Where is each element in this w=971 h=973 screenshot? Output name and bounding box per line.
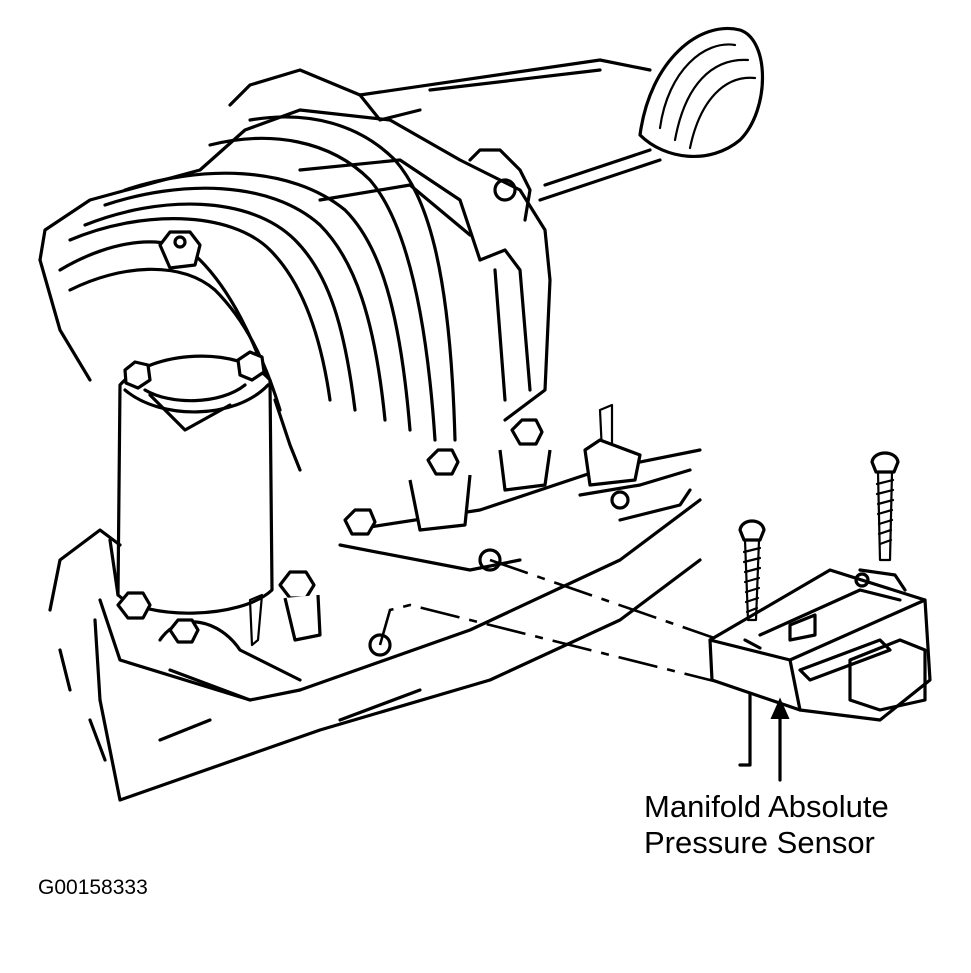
callout-label-line1: Manifold Absolute [644,789,889,824]
callout-label-line2: Pressure Sensor [644,825,875,860]
intake-manifold [38,108,552,442]
alignment-lines [378,558,752,767]
screw-right [870,451,900,562]
callout-arrow [770,697,790,782]
manifold-bolt [158,230,202,270]
throttle-body [108,350,302,615]
map-sensor [708,568,932,722]
figure-id: G00158333 [38,876,148,899]
manifold-bolts [116,403,642,647]
screw-left [738,519,766,622]
lower-manifold [48,448,702,802]
pulley-assembly [228,27,764,202]
